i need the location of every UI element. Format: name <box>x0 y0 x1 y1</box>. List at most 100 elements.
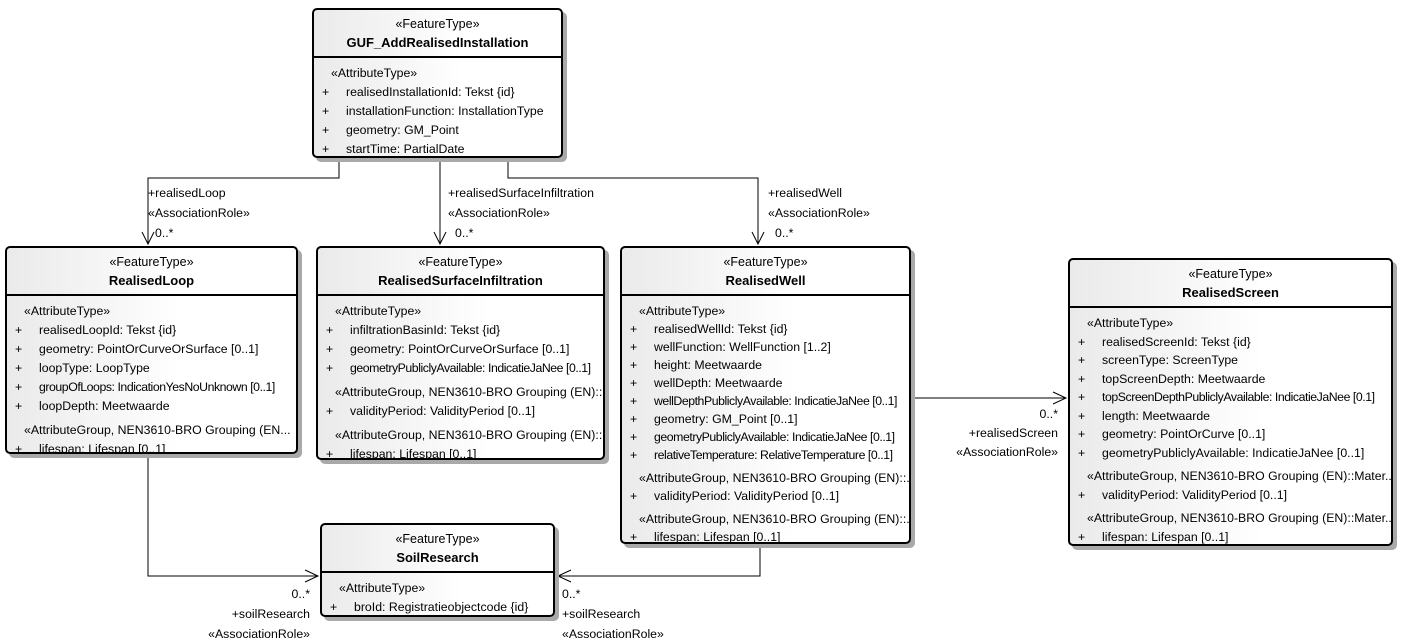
attribute-text: wellFunction: WellFunction [1..2] <box>654 340 831 354</box>
attribute-text: height: Meetwaarde <box>654 358 763 372</box>
attribute-text: realisedInstallationId: Tekst {id} <box>346 85 515 99</box>
attribute-row: +loopDepth: Meetwaarde <box>13 397 293 416</box>
class-box-realisedsurfaceinfiltration[interactable]: «FeatureType» RealisedSurfaceInfiltratio… <box>316 246 605 460</box>
attribute-text: broId: Registratieobjectcode {id} <box>354 600 529 614</box>
attribute-row: +realisedLoopId: Tekst {id} <box>13 321 293 340</box>
assoc-multiplicity: 0..* <box>155 226 174 240</box>
class-box-realisedloop[interactable]: «FeatureType» RealisedLoop «AttributeTyp… <box>5 246 298 454</box>
attribute-row: +broId: Registratieobjectcode {id} <box>328 598 550 615</box>
attribute-row: +wellFunction: WellFunction [1..2] <box>628 338 906 356</box>
attribute-row: +geometry: PointOrCurve [0..1] <box>1076 425 1388 444</box>
assoc-role-name: +realisedLoop <box>148 186 226 200</box>
connector-realised-screen[interactable] <box>910 391 1068 405</box>
class-header: «FeatureType» RealisedScreen <box>1070 260 1391 308</box>
attribute-text: lifespan: Lifespan [0..1] <box>39 442 166 454</box>
attribute-text: geometry: PointOrCurveOrSurface [0..1] <box>350 342 570 356</box>
assoc-label-realisedloop: +realisedLoop «AssociationRole» 0..* <box>148 183 250 243</box>
stereotype-row: «AttributeGroup, NEN3610-BRO Grouping (E… <box>639 512 911 526</box>
assoc-label-realisedsurfaceinfiltration: +realisedSurfaceInfiltration «Associatio… <box>448 183 594 243</box>
visibility-marker: + <box>630 412 638 426</box>
visibility-marker: + <box>630 430 638 444</box>
class-stereotype: «FeatureType» <box>1188 267 1273 281</box>
assoc-multiplicity: 0..* <box>455 226 474 240</box>
assoc-label-soilresearch-left: 0..* +soilResearch «AssociationRole» <box>178 584 310 644</box>
class-box-guf-addrealisedinstallation[interactable]: «FeatureType» GUF_AddRealisedInstallatio… <box>312 8 563 158</box>
visibility-marker: + <box>326 447 334 460</box>
class-stereotype: «FeatureType» <box>723 255 808 269</box>
visibility-marker: + <box>326 342 334 356</box>
attribute-row: +geometryPubliclyAvailable: IndicatieJaN… <box>628 428 906 446</box>
visibility-marker: + <box>1078 334 1086 349</box>
attribute-row: +validityPeriod: ValidityPeriod [0..1] <box>628 487 906 505</box>
class-header: «FeatureType» RealisedWell <box>622 248 909 296</box>
attribute-text: topScreenDepth: Meetwaarde <box>1102 371 1266 386</box>
class-box-realisedwell[interactable]: «FeatureType» RealisedWell «AttributeTyp… <box>620 246 911 544</box>
connector-realised-loop[interactable] <box>141 158 340 246</box>
attribute-text: validityPeriod: ValidityPeriod [0..1] <box>1102 487 1287 502</box>
visibility-marker: + <box>15 442 23 454</box>
attribute-text: wellDepth: Meetwaarde <box>654 376 783 390</box>
attribute-row: + lifespan: Lifespan [0..1] <box>324 445 600 460</box>
assoc-label-soilresearch-right: 0..* +soilResearch «AssociationRole» <box>562 584 664 644</box>
visibility-marker: + <box>322 85 330 99</box>
class-box-soilresearch[interactable]: «FeatureType» SoilResearch «AttributeTyp… <box>320 523 555 617</box>
attribute-row: +startTime: PartialDate <box>320 140 558 156</box>
connector-realised-well[interactable] <box>507 158 765 246</box>
stereotype-row: «AttributeGroup, NEN3610-BRO Grouping (E… <box>24 423 291 437</box>
attribute-text: lifespan: Lifespan [0..1] <box>350 447 477 460</box>
class-header: «FeatureType» RealisedLoop <box>7 248 296 296</box>
assoc-role-name: +realisedScreen <box>968 426 1058 440</box>
attribute-text: screenType: ScreenType <box>1102 353 1239 367</box>
connector-realised-surface-infiltration[interactable] <box>433 158 447 246</box>
attribute-row: +height: Meetwaarde <box>628 356 906 374</box>
attribute-text: geometry: PointOrCurveOrSurface [0..1] <box>39 342 259 356</box>
attribute-row: + realisedInstallationId: Tekst {id} <box>320 83 558 102</box>
class-box-realisedscreen[interactable]: «FeatureType» RealisedScreen «AttributeT… <box>1068 258 1393 546</box>
class-stereotype: «FeatureType» <box>395 532 480 546</box>
stereotype-row: «AttributeType» <box>335 304 422 318</box>
stereotype-row: «AttributeType» <box>1087 316 1174 330</box>
assoc-role-name: +realisedWell <box>768 186 842 200</box>
attribute-text: topScreenDepthPubliclyAvailable: Indicat… <box>1102 390 1375 404</box>
attribute-compartment: «AttributeType» +realisedScreenId: Tekst… <box>1070 308 1393 545</box>
attribute-row: + geometry: PointOrCurveOrSurface [0..1] <box>324 340 600 359</box>
assoc-stereotype: «AssociationRole» <box>148 206 250 220</box>
attribute-text: geometryPubliclyAvailable: IndicatieJaNe… <box>350 361 591 375</box>
visibility-marker: + <box>630 322 638 336</box>
visibility-marker: + <box>326 361 334 375</box>
attribute-row: + loopType: LoopType <box>13 359 293 378</box>
class-stereotype: «FeatureType» <box>109 255 194 269</box>
attribute-row: +validityPeriod: ValidityPeriod [0..1] <box>1076 486 1388 505</box>
attribute-text: infiltrationBasinId: Tekst {id} <box>350 323 501 337</box>
visibility-marker: + <box>1078 445 1086 460</box>
attribute-text: loopType: LoopType <box>39 361 150 375</box>
attribute-row: + geometryPubliclyAvailable: IndicatieJaN… <box>324 359 600 378</box>
assoc-stereotype: «AssociationRole» <box>768 206 870 220</box>
class-name: RealisedSurfaceInfiltration <box>378 273 543 288</box>
stereotype-row: «AttributeGroup, NEN3610-BRO Grouping (E… <box>1087 469 1393 483</box>
assoc-multiplicity: 0..* <box>1039 407 1058 421</box>
assoc-label-realisedscreen: 0..* +realisedScreen «AssociationRole» <box>930 405 1058 462</box>
attribute-text: lifespan: Lifespan [0..1] <box>654 530 781 544</box>
attribute-row: +geometry: GM_Point [0..1] <box>628 410 906 428</box>
visibility-marker: + <box>630 376 638 390</box>
attribute-text: geometry: PointOrCurve [0..1] <box>1102 427 1266 441</box>
attribute-text: installationFunction: InstallationType <box>346 104 544 118</box>
visibility-marker: + <box>15 361 23 375</box>
attribute-text: loopDepth: Meetwaarde <box>39 399 170 413</box>
stereotype-row: «AttributeType» <box>639 304 726 318</box>
attribute-row: +screenType: ScreenType <box>1076 351 1388 370</box>
attribute-row: +lifespan: Lifespan [0..1] <box>1076 528 1388 545</box>
attribute-row: +relativeTemperature: RelativeTemperatur… <box>628 446 906 464</box>
connector-soil-research-from-well[interactable] <box>556 544 761 583</box>
class-header: «FeatureType» GUF_AddRealisedInstallatio… <box>314 10 561 58</box>
connector-soil-research-from-loop[interactable] <box>147 454 320 583</box>
attribute-text: realisedLoopId: Tekst {id} <box>39 323 177 337</box>
assoc-role-name: +realisedSurfaceInfiltration <box>448 186 594 200</box>
attribute-row: +validityPeriod: ValidityPeriod [0..1] <box>324 402 600 421</box>
attribute-row: +wellDepthPubliclyAvailable: IndicatieJa… <box>628 392 906 410</box>
attribute-text: realisedWellId: Tekst {id} <box>654 322 788 336</box>
stereotype-row: «AttributeGroup, NEN3610-BRO Grouping (E… <box>639 471 911 485</box>
attribute-row: +groupOfLoops: IndicationYesNoUnknown [0… <box>13 378 293 397</box>
attribute-text: geometry: GM_Point <box>346 123 459 137</box>
